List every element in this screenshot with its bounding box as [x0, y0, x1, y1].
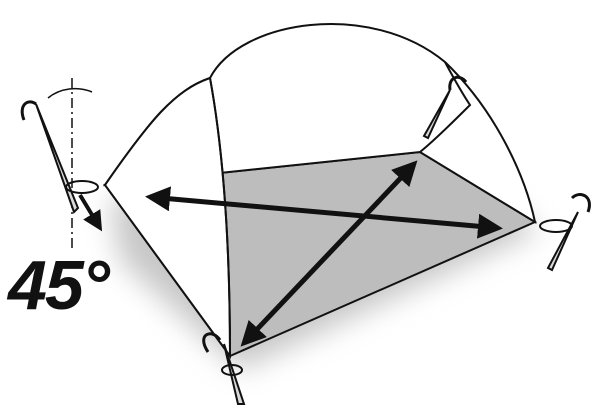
tent-stake-icon: [22, 102, 98, 212]
angle-guide-icon: [48, 78, 100, 252]
angle-label: 45°: [8, 250, 108, 320]
tent-stake-icon: [540, 194, 589, 270]
